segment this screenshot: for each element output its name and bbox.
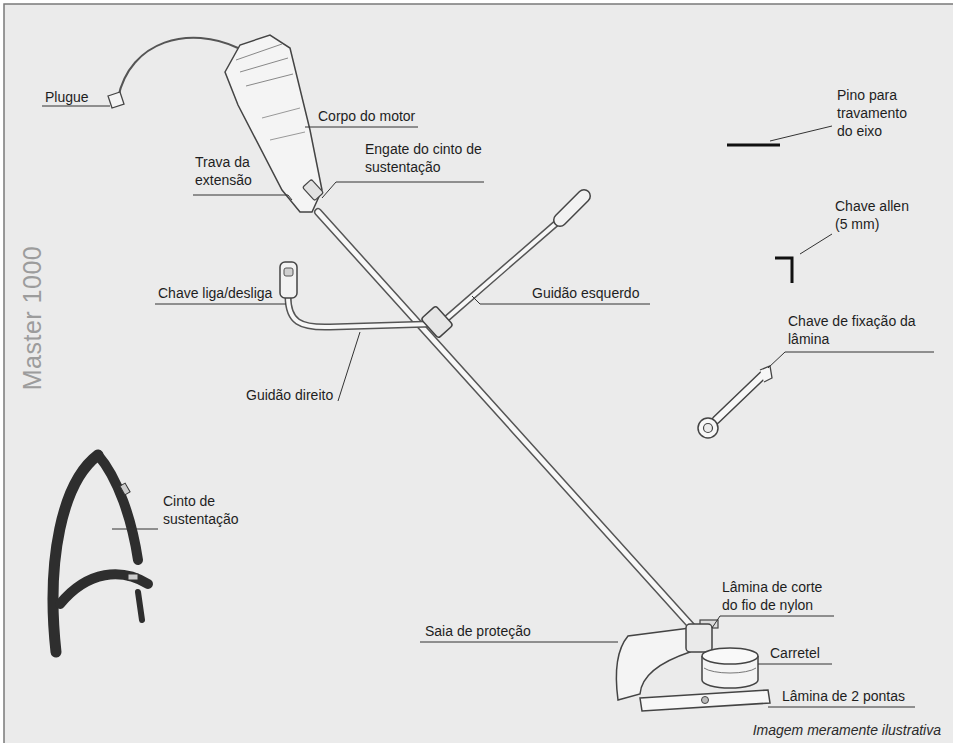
leader-line <box>800 234 832 254</box>
plug <box>108 92 124 108</box>
shaft-fill <box>318 212 695 630</box>
part-label: Saia de proteção <box>425 622 531 640</box>
part-label: Engate do cinto de sustentação <box>365 140 483 176</box>
part-label: Cinto de sustentação <box>163 492 257 528</box>
power-cable <box>118 38 238 98</box>
wrench-ring <box>698 418 718 438</box>
part-label: Pino para travamento do eixo <box>837 86 923 140</box>
switch-grip <box>280 262 297 298</box>
blade-hole <box>702 697 709 704</box>
part-label: Trava da extensão <box>195 153 267 189</box>
handle-clamp <box>421 306 453 339</box>
part-label: Chave de fixação da lâmina <box>788 312 930 348</box>
spool-top <box>702 648 758 664</box>
right-handle <box>288 296 432 327</box>
leader-line <box>768 707 915 708</box>
part-label: Lâmina de 2 pontas <box>782 687 905 705</box>
part-label: Chave allen (5 mm) <box>835 197 925 233</box>
leader-line <box>155 304 286 305</box>
leader-line <box>112 529 158 530</box>
leader-line <box>712 616 834 628</box>
strap-band <box>98 455 138 560</box>
strap-band <box>53 455 98 652</box>
left-handle <box>445 220 560 320</box>
model-title: Master 1000 <box>18 246 47 390</box>
strap-band <box>138 592 142 620</box>
left-handle-fill <box>445 220 560 320</box>
leader-line <box>305 127 418 128</box>
leader-line <box>758 664 832 665</box>
part-label: Plugue <box>45 88 89 106</box>
part-label: Guidão esquerdo <box>532 284 639 302</box>
left-grip-fill <box>560 196 584 220</box>
part-label: Corpo do motor <box>318 107 415 125</box>
frame <box>4 4 953 743</box>
shaft-lock-pin <box>727 144 780 147</box>
gear-head <box>686 624 712 652</box>
blade-wrench-fill <box>716 374 764 420</box>
caption: Imagem meramente ilustrativa <box>753 722 941 738</box>
left-grip <box>560 196 584 220</box>
leader-line <box>193 195 292 200</box>
strap-band <box>60 574 148 604</box>
leader-line <box>42 106 110 107</box>
part-label: Chave liga/desliga <box>158 284 272 302</box>
leader-line <box>322 182 484 198</box>
part-label: Lâmina de corte do fio de nylon <box>722 578 836 614</box>
leader-line <box>338 332 360 401</box>
leader-line <box>768 352 934 368</box>
guard <box>616 628 690 700</box>
strap-buckle <box>128 574 138 580</box>
right-handle-fill <box>288 296 432 327</box>
wrench-jaw <box>760 366 772 382</box>
leader-lines <box>42 106 934 707</box>
motor-detail <box>262 108 305 140</box>
wrench-ring-hole <box>704 424 713 433</box>
spool-line <box>704 668 756 673</box>
part-label: Carretel <box>770 644 820 662</box>
strap-buckle <box>120 483 130 495</box>
allen-key <box>775 258 792 283</box>
leader-line <box>770 126 832 141</box>
blade-wrench <box>716 374 764 420</box>
part-label: Guidão direito <box>246 386 333 404</box>
shaft <box>318 212 695 630</box>
motor-grille <box>236 44 293 86</box>
switch <box>284 268 293 276</box>
strap-hook <box>303 179 324 200</box>
leader-line <box>420 642 618 643</box>
two-point-blade <box>640 690 770 711</box>
